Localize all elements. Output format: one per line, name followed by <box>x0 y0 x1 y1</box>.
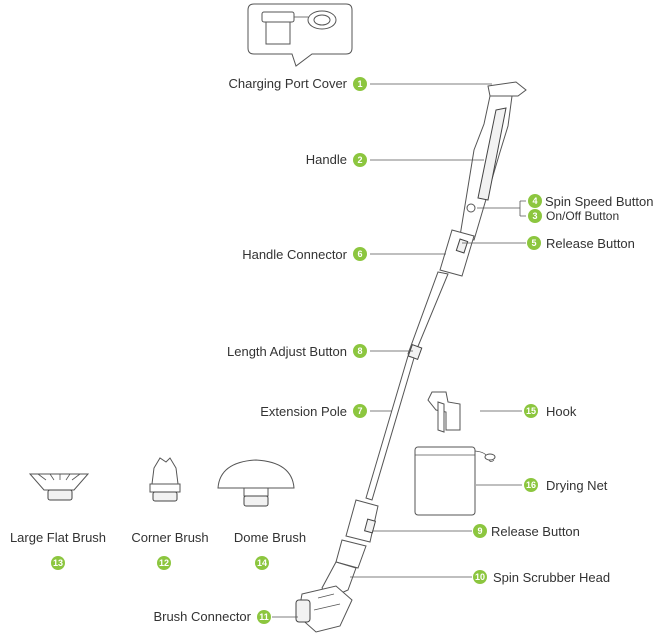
number-bubble <box>353 153 367 167</box>
pole-icon <box>365 271 449 501</box>
callout-14: Dome Brush 14 <box>234 530 306 570</box>
callout-5: 5 Release Button <box>527 236 635 251</box>
number-text: 5 <box>531 238 536 248</box>
callout-8: Length Adjust Button 8 <box>227 344 367 359</box>
callout-label: Dome Brush <box>234 530 306 545</box>
number-bubble <box>527 236 541 250</box>
callout-6: Handle Connector 6 <box>242 247 367 262</box>
callout-15: 15 Hook <box>524 404 577 419</box>
callout-4: 4 Spin Speed Button <box>528 194 653 209</box>
callout-label: Spin Scrubber Head <box>493 570 610 585</box>
callout-1: Charging Port Cover 1 <box>229 76 367 91</box>
callout-label: Spin Speed Button <box>545 194 653 209</box>
number-text: 4 <box>532 196 537 206</box>
callout-label: On/Off Button <box>546 209 619 223</box>
number-bubble <box>353 344 367 358</box>
number-text: 7 <box>357 406 362 416</box>
number-text: 11 <box>259 612 269 622</box>
number-text: 10 <box>475 572 485 582</box>
dome-brush-icon <box>217 459 295 507</box>
number-bubble <box>353 77 367 91</box>
number-bubble <box>528 194 542 208</box>
callout-9: 9 Release Button <box>473 524 580 539</box>
callout-label: Release Button <box>491 524 580 539</box>
callout-label: Handle Connector <box>242 247 347 262</box>
large-flat-brush-icon <box>28 473 90 501</box>
callout-label: Hook <box>546 404 577 419</box>
number-bubble <box>255 556 269 570</box>
number-bubble <box>353 404 367 418</box>
callout-label: Length Adjust Button <box>227 344 347 359</box>
callout-label: Handle <box>306 152 347 167</box>
number-bubble <box>157 556 171 570</box>
callout-7: Extension Pole 7 <box>260 404 367 419</box>
number-text: 15 <box>526 406 536 416</box>
charging-port-inset-icon <box>247 3 353 67</box>
callout-3: 3 On/Off Button <box>528 209 619 223</box>
callout-11: Brush Connector 11 <box>153 609 271 624</box>
number-text: 8 <box>357 346 362 356</box>
callout-label: Brush Connector <box>153 609 251 624</box>
number-bubble <box>528 209 542 223</box>
number-text: 9 <box>477 526 482 536</box>
number-bubble <box>473 524 487 538</box>
callout-label: Charging Port Cover <box>229 76 348 91</box>
number-text: 12 <box>159 558 169 568</box>
leader-3-4 <box>477 200 526 217</box>
callout-13: Large Flat Brush 13 <box>10 530 106 570</box>
number-text: 1 <box>357 79 362 89</box>
callout-label: Drying Net <box>546 478 608 493</box>
number-text: 2 <box>357 155 362 165</box>
drying-net-icon <box>414 446 496 516</box>
number-text: 14 <box>257 558 267 568</box>
callout-16: 16 Drying Net <box>524 478 608 493</box>
handle-icon <box>439 81 527 277</box>
number-bubble <box>473 570 487 584</box>
number-bubble <box>353 247 367 261</box>
corner-brush-icon <box>149 457 181 502</box>
hook-icon <box>427 391 461 433</box>
callout-label: Large Flat Brush <box>10 530 106 545</box>
number-text: 3 <box>532 211 537 221</box>
number-text: 6 <box>357 249 362 259</box>
number-text: 13 <box>53 558 63 568</box>
scrubber-head-icon <box>295 499 379 633</box>
leader-lines <box>272 83 526 618</box>
number-text: 16 <box>526 480 536 490</box>
callout-12: Corner Brush 12 <box>131 530 209 570</box>
callout-10: 10 Spin Scrubber Head <box>473 570 610 585</box>
number-bubble <box>257 610 271 624</box>
callout-2: Handle 2 <box>306 152 367 167</box>
callout-label: Extension Pole <box>260 404 347 419</box>
number-bubble <box>524 478 538 492</box>
callout-label: Release Button <box>546 236 635 251</box>
number-bubble <box>524 404 538 418</box>
number-bubble <box>51 556 65 570</box>
callout-label: Corner Brush <box>131 530 208 545</box>
